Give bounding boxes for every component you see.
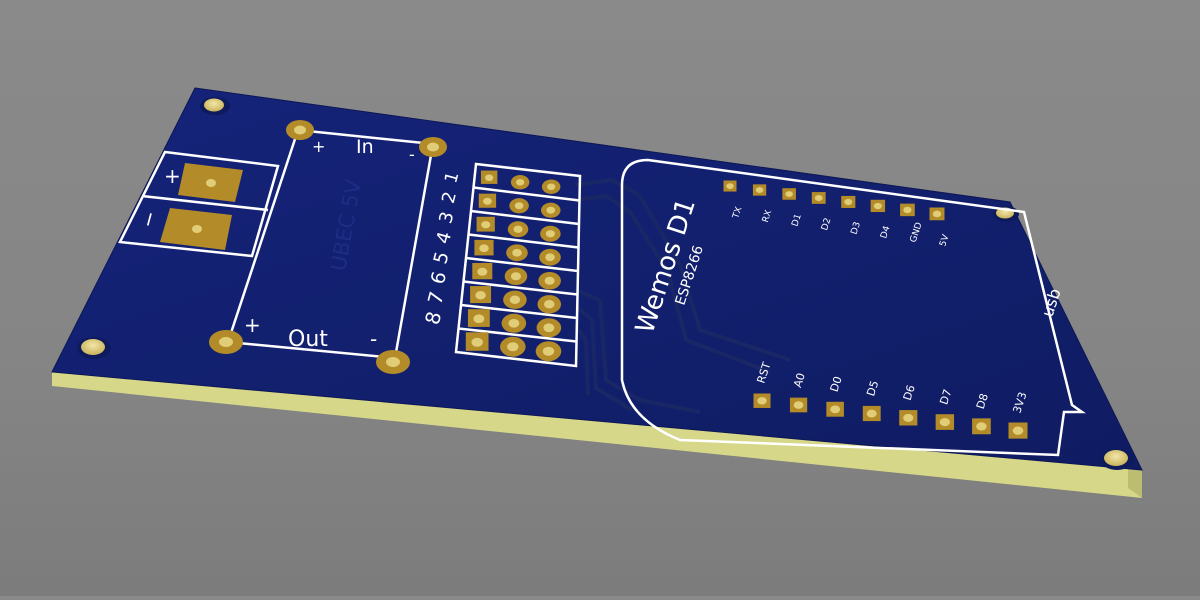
copper-traces <box>573 178 791 414</box>
header-number-label: 5 <box>430 249 453 266</box>
wemos-pin: RST <box>753 360 774 408</box>
header-number-label: 2 <box>439 190 461 206</box>
wemos-pin: D7 <box>935 388 954 430</box>
board-surface <box>51 87 1143 471</box>
wemos-pin: D0 <box>826 375 845 417</box>
wemos-pin-label: D3 <box>850 221 863 236</box>
header-row <box>473 186 580 218</box>
wemos-pin-label: 3V3 <box>1010 390 1029 414</box>
header-outline <box>454 162 582 368</box>
header-row <box>470 209 580 242</box>
header-row <box>465 256 579 290</box>
header-number-label: 3 <box>435 209 458 225</box>
header-row <box>460 303 578 338</box>
power-input-terminal: + − <box>118 150 280 258</box>
wemos-pin: D5 <box>862 379 881 422</box>
ubec-pad <box>209 330 243 354</box>
header-row <box>458 327 577 362</box>
wemos-pin-label: D6 <box>901 383 918 402</box>
wemos-pin: D8 <box>972 392 991 435</box>
header-number-label: 7 <box>423 289 448 307</box>
power-minus-label: − <box>135 208 163 230</box>
header-row <box>480 170 561 194</box>
ubec-in-label: In <box>356 136 374 158</box>
ubec-pad <box>286 120 314 140</box>
wemos-pin-label: D7 <box>937 388 954 407</box>
wemos-pin-label: D4 <box>879 225 893 240</box>
wemos-pin: RX <box>752 184 774 224</box>
wemos-pin-label: D1 <box>790 213 803 228</box>
header-number-label: 6 <box>427 269 451 286</box>
wemos-pin-label: 5V <box>938 233 951 248</box>
header-number-label: 8 <box>421 309 446 327</box>
pin-header-block: 1 2 3 4 5 6 7 8 <box>421 162 582 368</box>
ubec-in-plus: + <box>312 137 325 156</box>
wemos-pin: D3 <box>841 195 863 236</box>
wemos-pin: 5V <box>929 207 952 248</box>
ubec-pad <box>419 137 447 157</box>
wemos-pin: D1 <box>782 188 804 228</box>
wemos-pin: TX <box>723 180 744 221</box>
wemos-pin-label: RST <box>754 360 773 385</box>
power-terminal-outline <box>118 150 280 258</box>
wemos-bottom-pin-row: RST A0 D0 D5 D6 D7 D8 3V3 <box>753 360 1030 439</box>
wemos-pin-label: TX <box>731 206 744 221</box>
header-row <box>463 280 578 314</box>
wemos-pin: A0 <box>789 371 808 413</box>
wemos-outline <box>620 158 1086 457</box>
ubec-pad <box>376 350 410 374</box>
power-plus-pad <box>178 163 243 202</box>
power-plus-label: + <box>164 164 181 188</box>
wemos-pin: D4 <box>870 199 893 240</box>
mounting-hole <box>1100 448 1134 470</box>
wemos-pin-label: D8 <box>974 392 991 411</box>
ubec-out-label: Out <box>288 327 328 352</box>
ubec-in-minus: - <box>409 145 415 164</box>
ubec-out-minus: - <box>370 327 377 351</box>
power-minus-pad <box>160 208 232 250</box>
header-number-label: 4 <box>433 229 456 246</box>
wemos-pin: D6 <box>899 383 918 426</box>
wemos-pin: GND <box>900 203 925 244</box>
mounting-hole <box>77 337 111 359</box>
wemos-pin: 3V3 <box>1008 390 1030 439</box>
wemos-pin-label: A0 <box>791 371 808 389</box>
header-number-label: 1 <box>441 170 463 186</box>
header-row <box>468 233 579 266</box>
wemos-pin-label: D0 <box>828 375 845 394</box>
wemos-pin-label: RX <box>761 209 774 224</box>
wemos-pin: D2 <box>811 192 833 232</box>
mounting-hole <box>200 97 230 115</box>
wemos-top-pin-row: TX RX D1 D2 D3 D4 GND 5V <box>723 180 952 248</box>
wemos-pin-label: D2 <box>820 217 833 232</box>
ubec-out-plus: + <box>244 313 261 337</box>
wemos-pin-label: D5 <box>864 379 881 398</box>
